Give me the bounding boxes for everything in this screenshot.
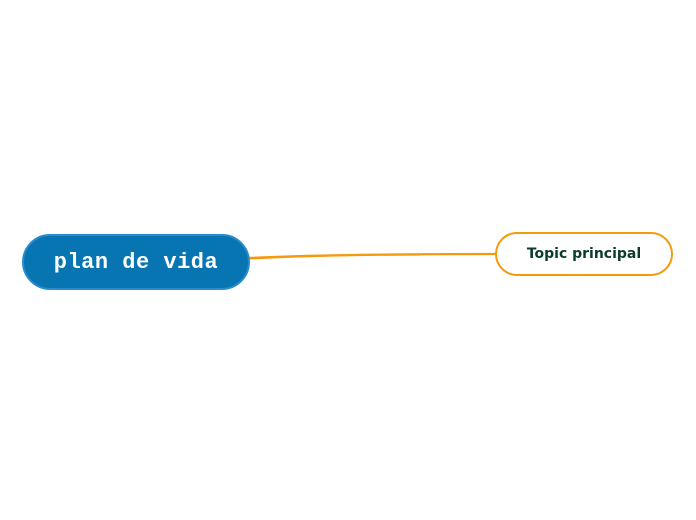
central-topic-label: plan de vida [53, 249, 219, 275]
main-topic-label: Topic principal [526, 246, 642, 262]
central-topic-node[interactable]: plan de vida [22, 234, 250, 290]
main-topic-node[interactable]: Topic principal [495, 232, 673, 276]
